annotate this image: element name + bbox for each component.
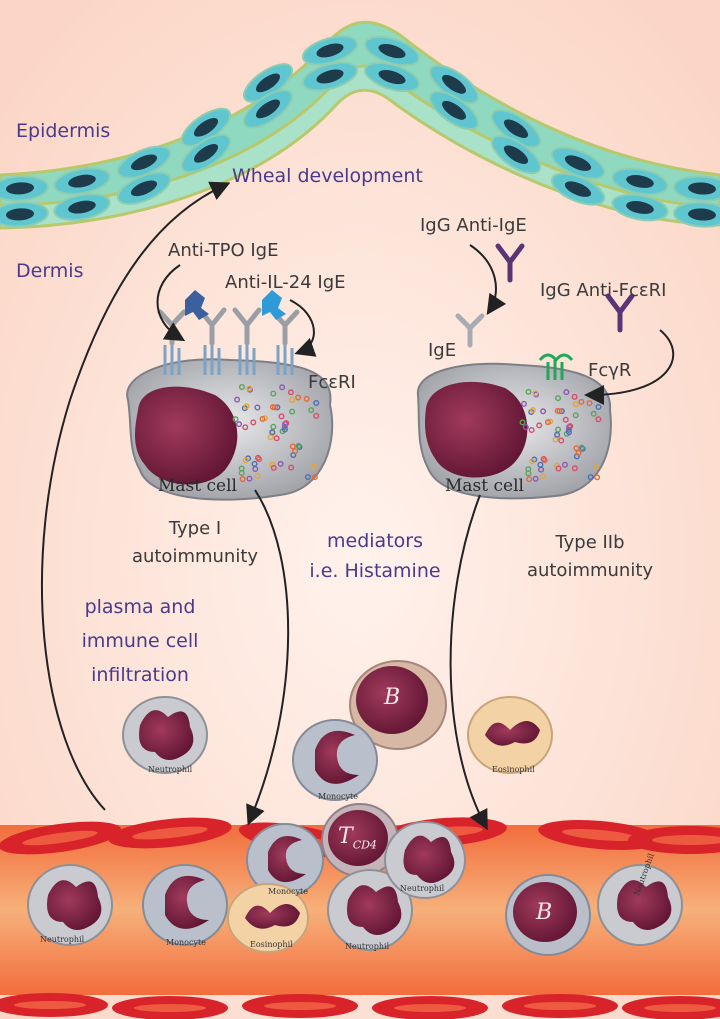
eosinophil-vessel	[227, 883, 309, 953]
arrows	[41, 181, 675, 831]
ige-antibody-right	[455, 313, 485, 348]
type2b-line1: Type IIb	[555, 532, 625, 553]
fcgr-label: FcγR	[588, 360, 632, 381]
wheal-label: Wheal development	[232, 165, 423, 187]
neutrophil-vessel-3	[384, 821, 466, 899]
red-blood-cell	[372, 996, 488, 1019]
monocyte-label-1: Monocyte	[318, 792, 358, 801]
epidermis-label: Epidermis	[16, 120, 111, 142]
t-cell-letter: T	[338, 824, 353, 849]
epidermis-cell	[611, 193, 669, 222]
dermis-label: Dermis	[16, 260, 84, 282]
epidermis-cell	[53, 167, 111, 196]
arrow-mediators-right	[449, 494, 488, 831]
t-cell-subscript: CD4	[352, 838, 377, 852]
monocyte-dermis	[292, 719, 378, 801]
igg-anti-ige-label: IgG Anti-IgE	[420, 215, 527, 236]
b-cell-label-1: B	[384, 685, 401, 710]
b-cell-vessel	[505, 874, 591, 956]
epidermis-cell	[242, 89, 294, 129]
granules-left	[232, 383, 320, 483]
neutrophil-label-1: Neutrophil	[148, 765, 193, 774]
epidermis-cell	[673, 175, 720, 202]
mediators-line1: mediators	[327, 530, 423, 552]
plasma-line3: infiltration	[91, 664, 189, 686]
arrow-igg-anti-fceri	[584, 329, 675, 405]
eosinophil-label-2: Eosinophil	[250, 940, 293, 949]
red-blood-cell	[242, 994, 358, 1018]
mediators-line2: i.e. Histamine	[309, 560, 441, 582]
arrow-mediators-left	[246, 489, 290, 826]
arrow-wheal	[41, 181, 231, 811]
red-blood-cell	[502, 994, 618, 1018]
red-blood-cell	[0, 821, 122, 855]
epidermis-cell	[673, 201, 720, 228]
epidermis-cell	[0, 175, 49, 202]
autoantigen-tpo	[185, 290, 209, 320]
red-blood-cell	[108, 817, 232, 849]
ige-label: IgE	[428, 340, 457, 361]
arrow-anti-tpo	[156, 264, 186, 342]
epidermis-cell	[301, 61, 359, 92]
arrow-igg-anti-ige	[469, 244, 507, 315]
neutrophil-label-4: Neutrophil	[400, 884, 445, 893]
igg-anti-fceri-antibody	[605, 293, 635, 333]
red-blood-cell	[622, 996, 720, 1019]
neutrophil-vessel-2	[327, 869, 413, 951]
mast-cell-left-label: Mast cell	[158, 476, 237, 496]
epidermis-cell	[364, 61, 420, 93]
t-cell	[321, 803, 399, 877]
red-blood-cell	[112, 996, 228, 1019]
plasma-line2: immune cell	[81, 630, 199, 652]
neutrophil-label-2: Neutrophil	[40, 935, 85, 944]
fceri-label: FcεRI	[308, 372, 356, 393]
igg-anti-fceri-label: IgG Anti-FcεRI	[540, 280, 667, 301]
type1-line2: autoimmunity	[131, 546, 259, 567]
epidermis-cell	[180, 133, 232, 173]
epidermis-cell	[611, 167, 669, 196]
neutrophil-label-3: Neutrophil	[345, 942, 390, 951]
epidermis-cell	[490, 135, 542, 175]
neutrophil-vessel-1	[27, 864, 113, 946]
t-cell-label: TCD4	[338, 824, 377, 851]
b-cell-label-2: B	[536, 900, 553, 925]
plasma-line1: plasma and	[84, 596, 196, 618]
monocyte-vessel	[142, 864, 228, 946]
epidermis-cell	[301, 35, 359, 66]
anti-tpo-label: Anti-TPO IgE	[168, 240, 279, 261]
fcgr-receptor	[538, 353, 574, 380]
mast-cell-right-label: Mast cell	[445, 476, 524, 496]
epidermis-cell	[429, 90, 479, 131]
epidermis-cells	[0, 35, 720, 228]
mast-cell-left	[126, 358, 334, 501]
red-blood-cell	[0, 993, 108, 1017]
arrow-anti-il24	[289, 299, 317, 357]
type2b-line2: autoimmunity	[526, 560, 654, 581]
igg-anti-ige-antibody	[495, 243, 525, 283]
epidermis-cell	[116, 171, 172, 205]
granules-right	[519, 388, 602, 483]
monocyte-label-2: Monocyte	[166, 938, 206, 947]
b-cell-dermis	[349, 660, 447, 750]
anti-il24-label: Anti-IL-24 IgE	[225, 272, 346, 293]
type1-line1: Type I	[168, 518, 222, 539]
neutrophil-dermis	[122, 696, 208, 774]
eosinophil-label-1: Eosinophil	[492, 765, 535, 774]
neutrophil-vessel-4	[597, 864, 683, 946]
autoantigen-il24	[262, 290, 286, 320]
epidermis-cell	[53, 193, 111, 222]
epidermis-cell	[0, 201, 49, 228]
monocyte-label-3: Monocyte	[268, 887, 308, 896]
eosinophil-dermis	[467, 696, 553, 774]
epidermis-layer-lower	[0, 64, 720, 230]
mast-cell-right	[416, 362, 612, 500]
epidermis-cell	[364, 35, 420, 67]
red-blood-cell	[628, 826, 720, 854]
fceri-receptors	[163, 345, 294, 375]
epidermis-cell	[550, 172, 606, 206]
